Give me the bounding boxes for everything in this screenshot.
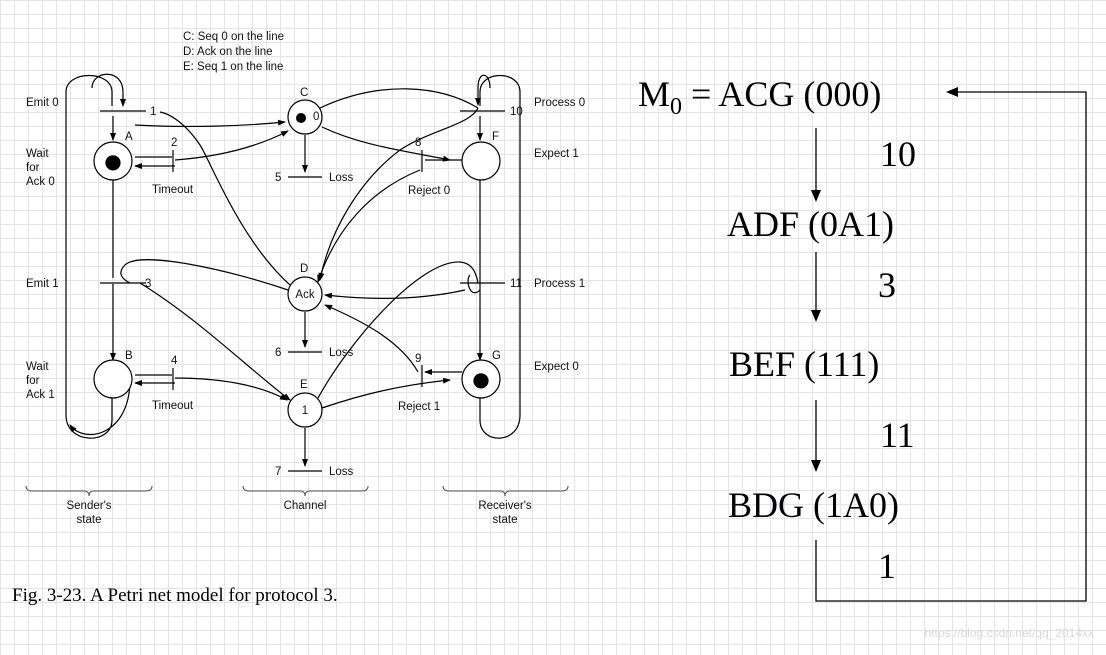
timeout-b-label: Timeout [152, 400, 194, 412]
senders-state-line2: state [77, 514, 102, 526]
expect0-label: Expect 0 [534, 361, 579, 373]
place-e-letter: E [300, 379, 308, 391]
place-d [287, 276, 323, 312]
loss6-label: Loss [329, 347, 354, 359]
senders-state-line1: Sender's [66, 500, 111, 512]
transition-10-label: 10 [510, 106, 523, 118]
wait-ack1-line3: Ack 1 [26, 389, 55, 401]
arc-t3-e [139, 282, 291, 401]
arc-t10-d [318, 107, 479, 281]
sender-loop-arc [66, 74, 131, 439]
wait-ack1-line1: Wait [26, 361, 49, 373]
arrow-bdg-m0-loop [815, 87, 1087, 602]
arc-e-t9 [321, 377, 451, 409]
transition-9-label: 9 [415, 353, 421, 365]
petri-net-diagram: C: Seq 0 on the line D: Ack on the line … [25, 31, 585, 526]
wait-ack0-line2: for [26, 162, 40, 174]
wait-ack1-line2: for [26, 375, 40, 387]
place-g-letter: G [492, 350, 501, 362]
firing-10: 10 [880, 134, 916, 174]
sender-brace [25, 485, 153, 497]
timeout-a-label: Timeout [152, 184, 194, 196]
place-b [93, 359, 133, 399]
channel-brace [242, 485, 369, 497]
place-e [287, 392, 323, 428]
legend-c: C: Seq 0 on the line [183, 31, 284, 43]
watermark: https://blog.csdn.net/qq_2014xx [924, 626, 1094, 640]
transition-4-label: 4 [171, 355, 178, 367]
marking-bdg: BDG (1A0) [728, 485, 899, 525]
wait-ack0-line1: Wait [26, 148, 49, 160]
figure-caption: Fig. 3-23. A Petri net model for protoco… [12, 585, 338, 606]
marking-adf: ADF (0A1) [727, 204, 894, 244]
emit0-label: Emit 0 [26, 97, 59, 109]
transition-3-label: 3 [145, 278, 151, 290]
arc-t11-d [324, 289, 466, 299]
place-f-letter: F [492, 131, 499, 143]
transition-2-label: 2 [171, 137, 177, 149]
place-c-token: 0 [313, 111, 319, 123]
arc-t9-d [324, 304, 419, 373]
transition-7-label: 7 [275, 466, 281, 478]
arc-t8-d [317, 169, 421, 283]
place-d-token: Ack [295, 289, 314, 301]
place-g [461, 359, 501, 399]
place-a [93, 141, 133, 181]
expect1-label: Expect 1 [534, 148, 579, 160]
process1-label: Process 1 [534, 278, 585, 290]
place-a-letter: A [125, 131, 133, 143]
place-c-letter: C [300, 87, 308, 99]
receivers-state-line2: state [493, 514, 518, 526]
arc-c-t8 [321, 126, 451, 162]
arc-t1-c [134, 119, 286, 128]
transition-8-label: 8 [415, 137, 421, 149]
legend-d: D: Ack on the line [183, 46, 273, 58]
marking-bef: BEF (111) [729, 344, 880, 384]
transition-11-label: 11 [510, 278, 522, 290]
place-a-token: ● [104, 149, 121, 173]
place-g-token: ● [472, 367, 489, 391]
arc-c-t10 [319, 88, 479, 109]
channel-label: Channel [284, 500, 327, 512]
arc-t11-loop [467, 274, 481, 294]
transition-6-label: 6 [275, 347, 281, 359]
emit1-label: Emit 1 [26, 278, 59, 290]
firing-3: 3 [878, 265, 896, 305]
place-e-token: 1 [302, 405, 308, 417]
transition-1-label: 1 [150, 106, 156, 118]
receiver-loop-arc [479, 74, 521, 439]
reject0-label: Reject 0 [408, 185, 450, 197]
receivers-state-line1: Receiver's [478, 500, 532, 512]
place-f [461, 141, 501, 181]
marking-m0: M0 = ACG (000) [638, 74, 882, 121]
reject1-label: Reject 1 [398, 401, 440, 413]
legend-e: E: Seq 1 on the line [183, 61, 283, 73]
arc-t2-c [174, 130, 289, 161]
transition-5-label: 5 [275, 172, 281, 184]
process0-label: Process 0 [534, 97, 585, 109]
firing-1: 1 [878, 546, 896, 586]
place-c-dot [296, 113, 306, 123]
wait-ack0-line3: Ack 0 [26, 176, 55, 188]
loss7-label: Loss [329, 466, 354, 478]
place-d-letter: D [300, 263, 308, 275]
arc-d-t1 [159, 111, 291, 286]
receiver-brace [442, 485, 569, 497]
arc-e-t11 [317, 261, 479, 399]
firing-11: 11 [880, 415, 915, 455]
place-b-letter: B [125, 350, 133, 362]
loss5-label: Loss [329, 172, 354, 184]
arc-d-t3 [120, 259, 289, 291]
receiver-loop-top [475, 74, 491, 106]
arc-t4-e [174, 377, 288, 401]
sender-loop-top [91, 73, 126, 107]
